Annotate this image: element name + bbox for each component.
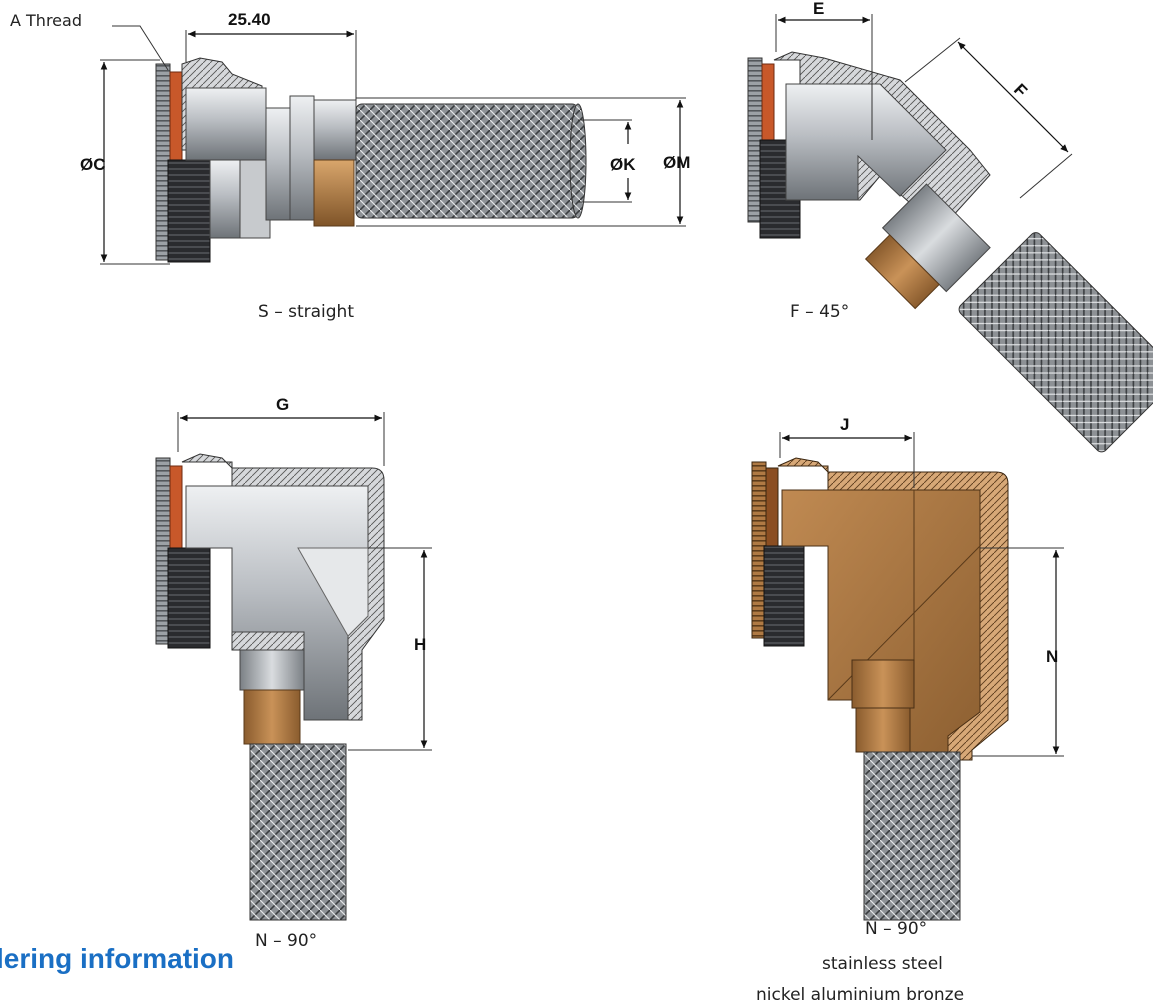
angle45-caption: F – 45° <box>790 302 849 322</box>
dimension-n: N <box>972 547 1064 757</box>
dimension-g: G <box>177 395 385 466</box>
dimension-e: E <box>775 0 873 140</box>
dimension-c-label: ØC <box>80 155 106 174</box>
elbow90-caption: N – 90° <box>255 931 317 951</box>
straight-connector-view: 25.40 ØC ØK ØM A Thread S – straight <box>10 10 690 322</box>
dimension-j-label: J <box>840 415 849 434</box>
dimension-j: J <box>779 415 915 488</box>
dimension-h-label: H <box>414 635 426 654</box>
dimension-25-40-label: 25.40 <box>228 10 271 29</box>
dimension-h: H <box>348 547 432 751</box>
dimension-25-40: 25.40 <box>185 10 357 100</box>
elbow90-connector-body <box>155 453 385 921</box>
dimension-m-label: ØM <box>663 153 690 172</box>
dimension-g-label: G <box>276 395 289 414</box>
material-nickel-aluminium-bronze: nickel aluminium bronze <box>756 985 964 1005</box>
angle45-connector-view: E F F – 45° <box>747 0 1153 453</box>
elbow90-bronze-connector-view: J N N – 90° stainless steel nickel alumi… <box>751 415 1064 1005</box>
elbow90-bronze-connector-body <box>751 457 1009 921</box>
dimension-k: ØK <box>578 119 636 203</box>
dimension-c: ØC <box>80 59 170 265</box>
ordering-information-heading: lering information <box>0 943 234 974</box>
elbow90-bronze-caption: N – 90° <box>865 919 927 939</box>
material-stainless-steel: stainless steel <box>822 954 943 974</box>
angle45-connector-body <box>747 51 1153 453</box>
straight-caption: S – straight <box>258 302 354 322</box>
a-thread-label: A Thread <box>10 11 82 30</box>
elbow90-connector-view: G H N – 90° <box>155 395 432 951</box>
a-thread-callout: A Thread <box>10 11 169 71</box>
dimension-n-label: N <box>1046 647 1058 666</box>
straight-connector-body <box>155 57 587 263</box>
dimension-m: ØM <box>356 97 690 227</box>
dimension-e-label: E <box>813 0 824 18</box>
dimension-k-label: ØK <box>610 155 636 174</box>
